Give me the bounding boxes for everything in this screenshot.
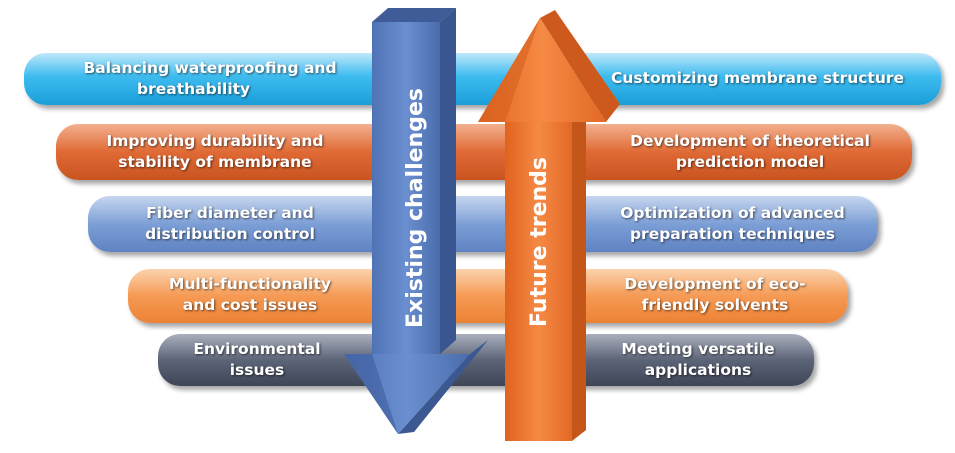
- trend-1-text: Customizing membrane structure: [590, 68, 925, 89]
- challenge-2-text: Improving durability and stability of me…: [70, 131, 360, 173]
- trend-2-line2: prediction model: [675, 153, 825, 171]
- challenge-3-text: Fiber diameter and distribution control: [110, 203, 350, 245]
- challenge-4-line1: Multi-functionality: [169, 275, 331, 293]
- trend-3-line1: Optimization of advanced: [620, 204, 845, 222]
- trend-4-text: Development of eco- friendly solvents: [600, 274, 830, 316]
- trend-3-line2: preparation techniques: [629, 225, 836, 243]
- challenge-3-line2: distribution control: [145, 225, 315, 243]
- trend-5-line2: applications: [644, 361, 752, 379]
- challenge-3-line1: Fiber diameter and: [146, 204, 314, 222]
- challenge-2-line2: stability of membrane: [118, 153, 312, 171]
- down-arrow: [344, 8, 488, 434]
- row-bar-3: [88, 196, 878, 252]
- trend-2-text: Development of theoretical prediction mo…: [600, 131, 900, 173]
- trend-2-line1: Development of theoretical: [630, 132, 870, 150]
- challenge-5-line1: Environmental: [193, 340, 321, 358]
- trend-4-line2: friendly solvents: [641, 296, 789, 314]
- trend-4-line1: Development of eco-: [624, 275, 806, 293]
- challenge-1-line2: breathability: [137, 80, 251, 98]
- challenge-4-text: Multi-functionality and cost issues: [145, 274, 355, 316]
- row-bar-5: [158, 334, 814, 386]
- row-bar-1: [24, 53, 941, 105]
- challenge-5-text: Environmental issues: [172, 339, 342, 381]
- row-bar-4: [128, 269, 848, 323]
- trend-5-text: Meeting versatile applications: [598, 339, 798, 381]
- row-bar-2: [56, 124, 912, 180]
- down-arrow-label: Existing challenges: [403, 88, 428, 328]
- trend-1-line1: Customizing membrane structure: [610, 69, 905, 87]
- up-arrow-label: Future trends: [527, 157, 552, 327]
- trend-3-text: Optimization of advanced preparation tec…: [595, 203, 870, 245]
- challenge-1-line1: Balancing waterproofing and: [83, 59, 337, 77]
- challenge-1-text: Balancing waterproofing and breathabilit…: [30, 58, 390, 100]
- challenge-2-line1: Improving durability and: [106, 132, 324, 150]
- challenge-4-line2: and cost issues: [182, 296, 318, 314]
- up-arrow: [478, 10, 620, 441]
- trend-5-line1: Meeting versatile: [621, 340, 775, 358]
- challenge-5-line2: issues: [229, 361, 285, 379]
